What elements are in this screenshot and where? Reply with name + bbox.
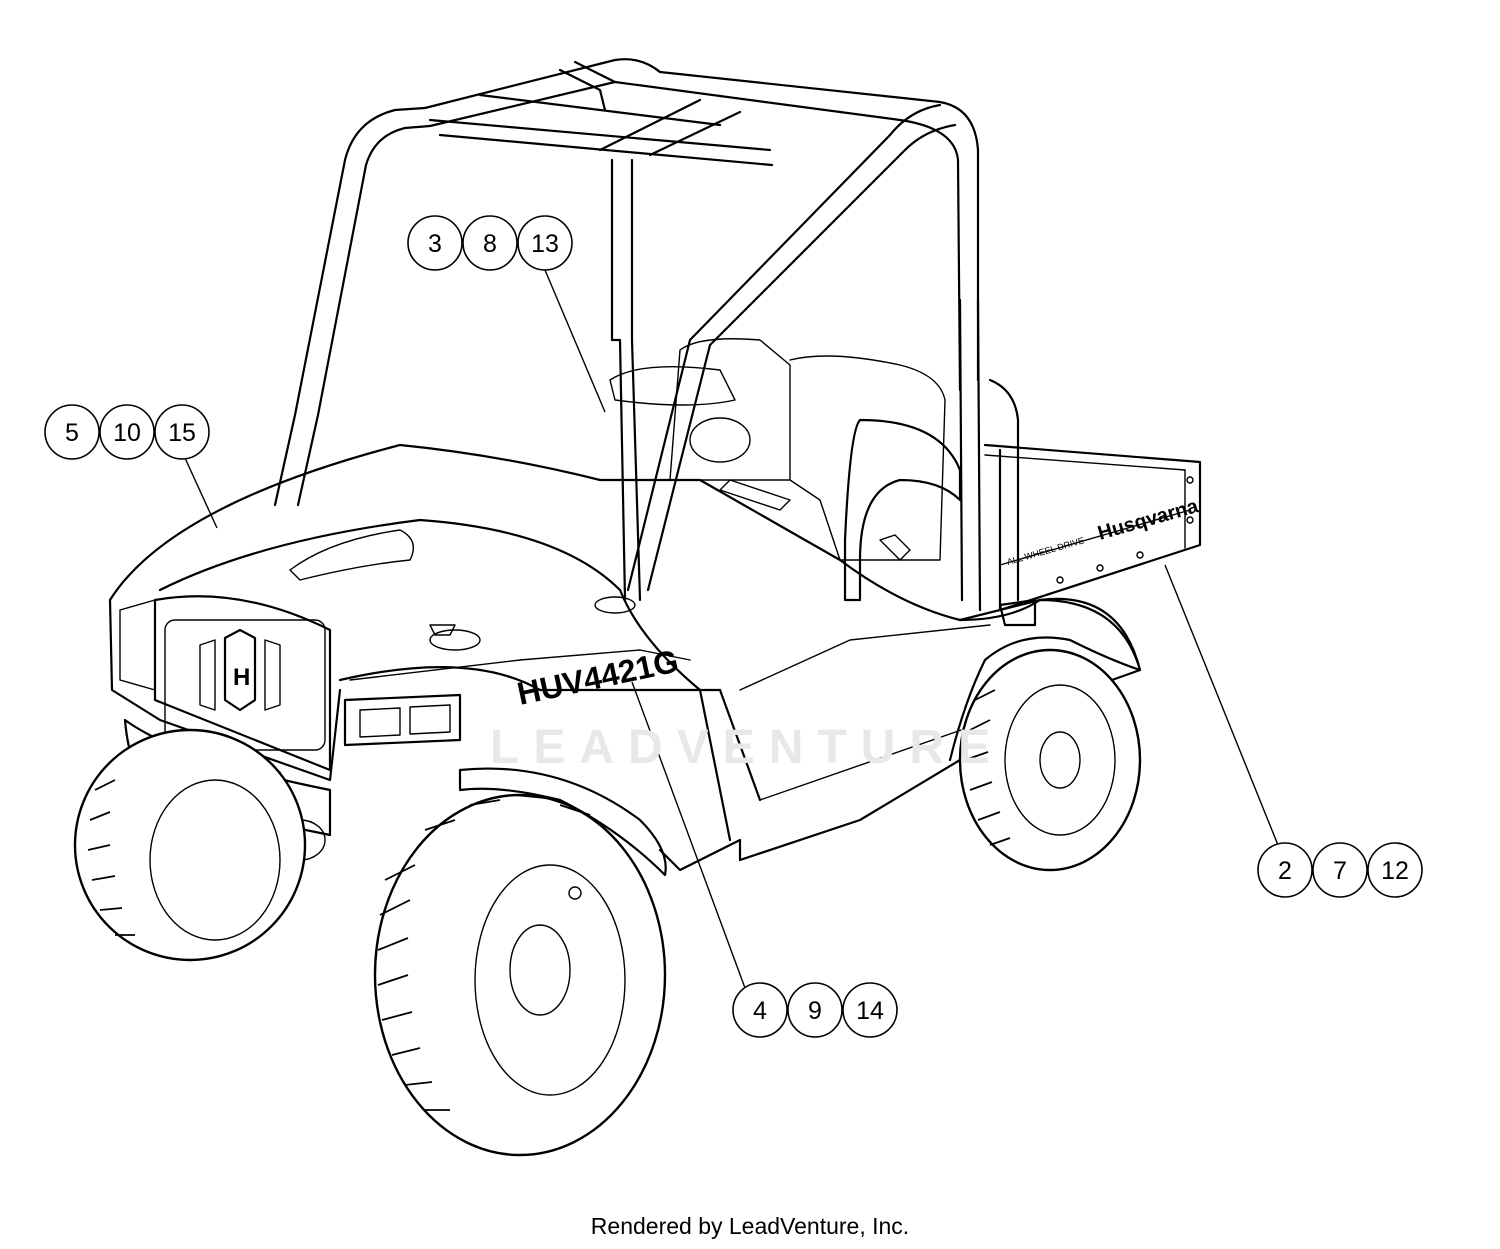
credit-text: Rendered by LeadVenture, Inc. xyxy=(590,1213,910,1239)
callout-label: 5 xyxy=(65,419,79,447)
leader-line-3-8-13 xyxy=(544,269,606,413)
callout-label: 8 xyxy=(483,230,497,258)
leader-line-4-9-14 xyxy=(631,681,746,989)
callout-group-2-7-12: 2 7 12 xyxy=(1257,842,1423,898)
callout-label: 3 xyxy=(428,230,442,258)
callout-label: 10 xyxy=(113,419,141,447)
rear-right-wheel xyxy=(958,648,1142,872)
callout-label: 2 xyxy=(1278,857,1292,885)
callout-label: 15 xyxy=(168,419,196,447)
callout-label: 9 xyxy=(808,997,822,1025)
callout-label: 14 xyxy=(856,997,884,1025)
callout-group-4-9-14: 4 9 14 xyxy=(732,982,898,1038)
seats-and-steering xyxy=(609,338,1020,602)
leader-line-2-7-12 xyxy=(1164,564,1281,851)
callout-label: 7 xyxy=(1333,857,1347,885)
front-left-wheel xyxy=(73,728,307,962)
svg-text:H: H xyxy=(233,664,250,691)
callout-group-3-8-13: 3 8 13 xyxy=(407,215,573,271)
callout-label: 12 xyxy=(1381,857,1409,885)
front-right-wheel xyxy=(373,793,667,1157)
roll-bar xyxy=(273,58,982,612)
callout-label: 4 xyxy=(753,997,767,1025)
callout-group-5-10-15: 5 10 15 xyxy=(44,404,210,460)
leader-line-5-10-15 xyxy=(184,457,218,529)
callout-label: 13 xyxy=(531,230,559,258)
